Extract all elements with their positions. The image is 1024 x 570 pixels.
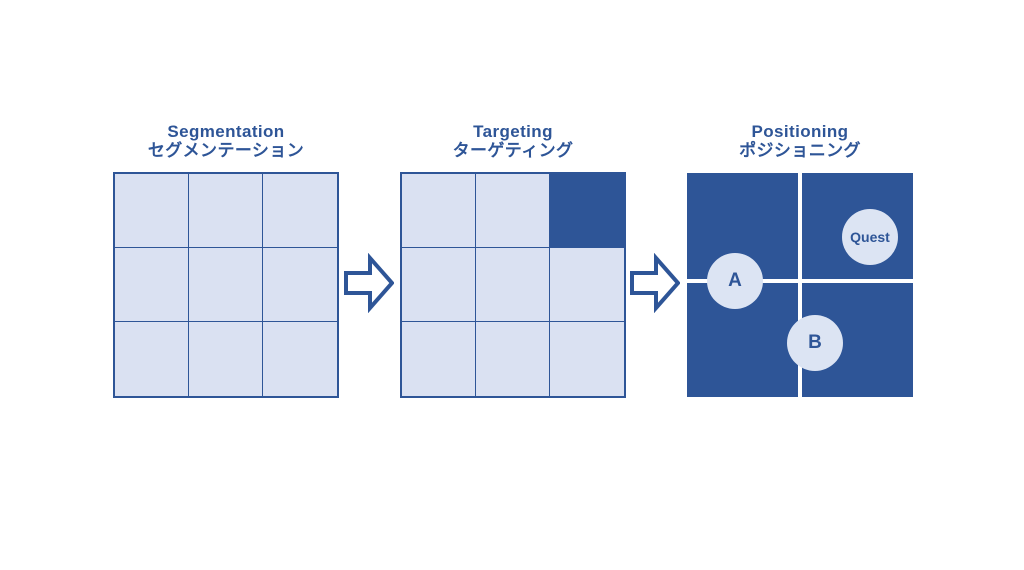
panel-title-positioning-jp: ポジショニング [739,141,861,161]
positioning-bubble-quest[interactable]: Quest [842,209,898,265]
panel-title-segmentation-en: Segmentation [167,122,285,141]
segmentation-cell-6[interactable] [262,247,338,323]
targeting-cell-7[interactable] [401,321,477,397]
panel-title-segmentation-jp: セグメンテーション [147,141,305,161]
segmentation-cell-7[interactable] [114,321,190,397]
targeting-cell-9[interactable] [549,321,625,397]
positioning-axis-vertical [798,173,802,397]
segmentation-grid [113,172,339,398]
segmentation-cell-8[interactable] [188,321,264,397]
targeting-cell-6[interactable] [549,247,625,323]
targeting-cell-5[interactable] [475,247,551,323]
positioning-map: A Quest B [687,173,913,397]
panel-title-targeting-jp: ターゲティング [452,141,574,161]
targeting-cell-2[interactable] [475,173,551,249]
panel-title-positioning-en: Positioning [751,122,849,141]
positioning-bubble-b[interactable]: B [787,315,843,371]
arrow-right-icon-1 [344,253,394,313]
targeting-cell-8[interactable] [475,321,551,397]
targeting-grid [400,172,626,398]
panel-title-targeting-en: Targeting [473,122,553,141]
segmentation-cell-5[interactable] [188,247,264,323]
targeting-cell-4[interactable] [401,247,477,323]
panel-title-targeting: Targeting ターゲティング [400,122,626,160]
positioning-bubble-a-label: A [728,270,742,291]
positioning-axis-horizontal [687,279,913,283]
panel-title-positioning: Positioning ポジショニング [687,122,913,160]
segmentation-cell-1[interactable] [114,173,190,249]
panel-title-segmentation: Segmentation セグメンテーション [113,122,339,160]
positioning-bubble-a[interactable]: A [707,253,763,309]
positioning-bubble-b-label: B [808,332,822,353]
targeting-cell-3-selected[interactable] [549,173,625,249]
segmentation-cell-4[interactable] [114,247,190,323]
positioning-bubble-quest-label: Quest [850,229,890,245]
arrow-right-icon-2 [630,253,680,313]
segmentation-cell-3[interactable] [262,173,338,249]
segmentation-cell-2[interactable] [188,173,264,249]
targeting-cell-1[interactable] [401,173,477,249]
segmentation-cell-9[interactable] [262,321,338,397]
